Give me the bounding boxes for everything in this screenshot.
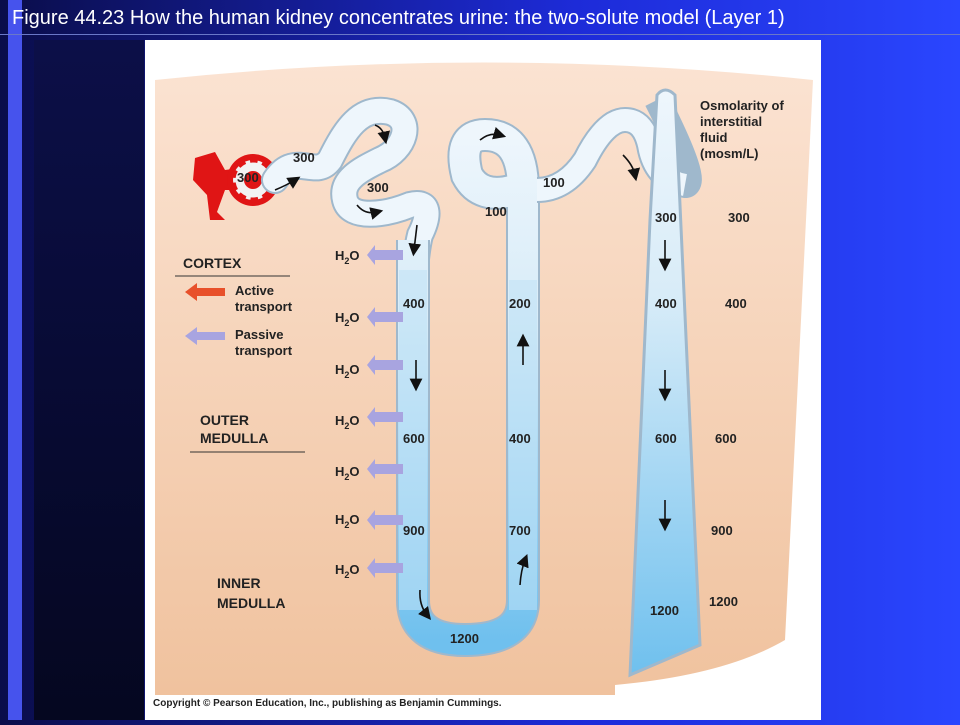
osmolarity-header: Osmolarity of interstitial fluid (mosm/L…	[700, 98, 784, 161]
svg-text:1200: 1200	[650, 603, 679, 618]
svg-text:H2O: H2O	[335, 562, 360, 580]
svg-text:H2O: H2O	[335, 464, 360, 482]
svg-text:interstitial: interstitial	[700, 114, 762, 129]
active-transport-arrow	[185, 283, 225, 301]
svg-text:100: 100	[543, 175, 565, 190]
outer-medulla-label: OUTER	[200, 412, 249, 428]
flow-arrow-curve	[622, 154, 641, 182]
svg-text:H2O: H2O	[335, 362, 360, 380]
svg-text:Osmolarity of: Osmolarity of	[700, 98, 784, 113]
svg-text:H2O: H2O	[335, 512, 360, 530]
glomerulus-value: 300	[237, 170, 259, 185]
flow-arrow-down	[408, 224, 422, 257]
svg-text:Active: Active	[235, 283, 274, 298]
svg-text:transport: transport	[235, 299, 293, 314]
svg-text:H2O: H2O	[335, 413, 360, 431]
passive-transport-arrow	[185, 327, 225, 345]
cortex-label: CORTEX	[183, 255, 242, 271]
decorative-square-strip	[0, 0, 34, 720]
flow-arrow-curve	[274, 176, 301, 191]
svg-text:H2O: H2O	[335, 310, 360, 328]
kidney-diagram: H2O H2O H2O H2O H2O H2O H2O CORTEX OUTER…	[153, 62, 813, 709]
svg-text:200: 200	[509, 296, 531, 311]
svg-text:transport: transport	[235, 343, 293, 358]
region-labels: CORTEX OUTER MEDULLA INNER MEDULLA	[175, 255, 305, 611]
svg-text:(mosm/L): (mosm/L)	[700, 146, 759, 161]
descending-limb-fill	[399, 270, 427, 610]
svg-text:300: 300	[367, 180, 389, 195]
svg-text:300: 300	[655, 210, 677, 225]
flow-arrow-down	[418, 589, 431, 620]
inner-medulla-label: INNER	[217, 575, 261, 591]
flow-arrow-curve	[479, 127, 507, 141]
outer-medulla-label-2: MEDULLA	[200, 430, 268, 446]
passive-water-arrows	[367, 245, 403, 578]
title-divider	[0, 34, 960, 35]
flow-arrow-curve	[374, 124, 391, 145]
svg-text:400: 400	[725, 296, 747, 311]
flow-arrow-curve	[356, 204, 384, 220]
transport-legend: Active transport Passive transport	[185, 283, 293, 358]
svg-text:1200: 1200	[709, 594, 738, 609]
svg-text:900: 900	[403, 523, 425, 538]
svg-text:1200: 1200	[450, 631, 479, 646]
decorative-dark-panel	[34, 40, 144, 720]
svg-text:H2O: H2O	[335, 248, 360, 266]
tubule-values: 300 300 300 400 600 900 1200 200 400 700…	[237, 150, 679, 646]
svg-text:fluid: fluid	[700, 130, 727, 145]
interstitial-values: 300 400 600 900 1200	[709, 210, 750, 609]
svg-text:400: 400	[403, 296, 425, 311]
copyright-text: Copyright © Pearson Education, Inc., pub…	[153, 698, 502, 709]
inner-medulla-label-2: MEDULLA	[217, 595, 285, 611]
svg-text:100: 100	[485, 204, 507, 219]
flow-arrows	[274, 124, 672, 620]
svg-text:300: 300	[728, 210, 750, 225]
svg-text:Passive: Passive	[235, 327, 283, 342]
svg-text:600: 600	[715, 431, 737, 446]
svg-text:400: 400	[655, 296, 677, 311]
figure-panel: H2O H2O H2O H2O H2O H2O H2O CORTEX OUTER…	[145, 40, 821, 720]
svg-text:700: 700	[509, 523, 531, 538]
svg-text:600: 600	[655, 431, 677, 446]
glomerulus	[193, 152, 279, 220]
flow-arrow-up	[516, 554, 529, 586]
svg-text:900: 900	[711, 523, 733, 538]
slide-title: Figure 44.23 How the human kidney concen…	[12, 7, 785, 29]
svg-text:600: 600	[403, 431, 425, 446]
water-labels: H2O H2O H2O H2O H2O H2O H2O	[335, 248, 360, 580]
svg-text:300: 300	[293, 150, 315, 165]
svg-text:400: 400	[509, 431, 531, 446]
